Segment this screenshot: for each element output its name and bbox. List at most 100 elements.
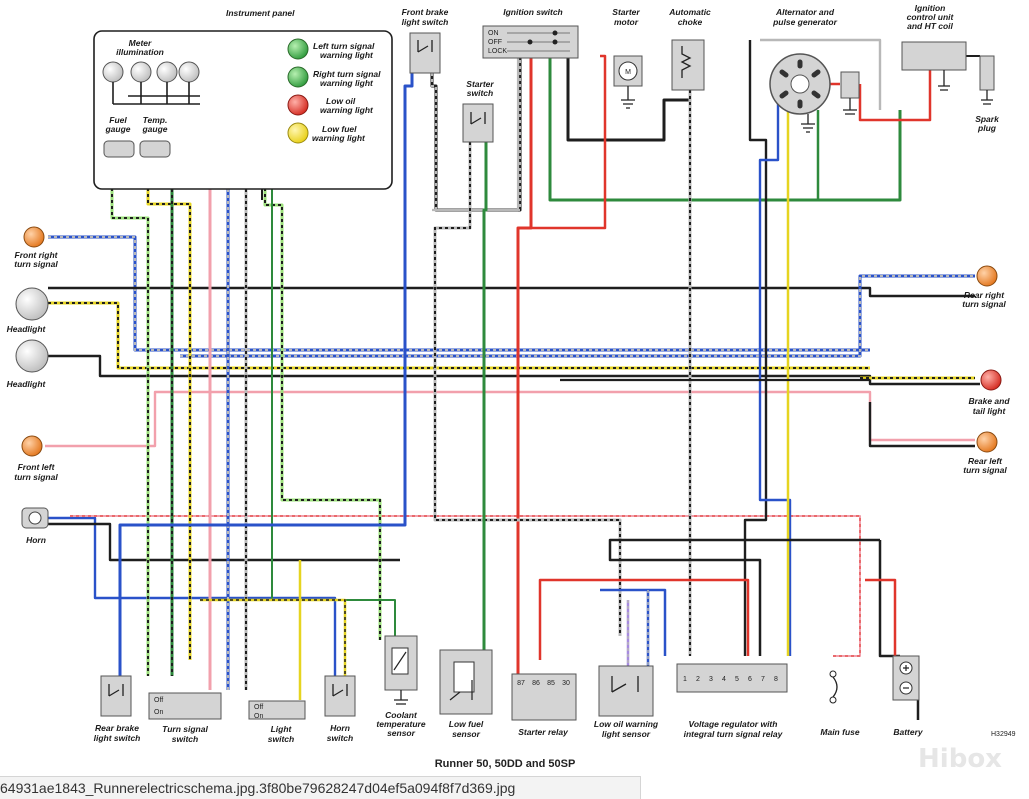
main-fuse — [829, 670, 838, 704]
meter-illumination-label-1: Meter — [129, 38, 152, 48]
coolant-sensor-label-1: Coolant — [385, 710, 418, 720]
rear-left-turn-lamp — [976, 431, 998, 453]
right-turn-warning-lamp — [287, 66, 309, 88]
temp-gauge-label-1: Temp. — [143, 115, 168, 125]
low-oil-sensor-label-1: Low oil warning — [594, 719, 659, 729]
light-switch-label-1: Light — [271, 724, 293, 734]
rear-left-turn-label-2: turn signal — [963, 465, 1007, 475]
fuel-gauge — [103, 140, 135, 158]
light-switch — [248, 700, 306, 720]
ignition-unit-label-1: Ignition — [915, 3, 946, 13]
instrument-panel-label: Instrument panel — [226, 8, 295, 18]
yellow-black-stripe — [147, 158, 191, 660]
brake-tail-label-2: tail light — [973, 406, 1007, 416]
low-fuel-sensor-label-2: sensor — [452, 729, 481, 739]
turn-signal-switch-label-2: switch — [172, 734, 198, 744]
headlight-upper — [15, 287, 49, 321]
brake-tail-label-1: Brake and — [968, 396, 1010, 406]
headlight-feed-wire — [48, 286, 975, 298]
front-brake-switch — [409, 32, 441, 74]
ignition-pos-off: OFF — [488, 39, 502, 46]
relay-pin-label: 30 — [562, 680, 570, 687]
relay-pin-label: 86 — [532, 680, 540, 687]
horn-switch — [324, 675, 356, 717]
rear-right-turn-label-2: turn signal — [962, 299, 1006, 309]
battery-label: Battery — [893, 727, 924, 737]
horn-switch-wire — [200, 598, 347, 676]
regulator-black-wire — [608, 538, 880, 656]
meter-illumination-label-2: illumination — [116, 47, 164, 57]
front-right-turn-lamp — [23, 226, 45, 248]
main-fuse-label: Main fuse — [820, 727, 859, 737]
pulse-generator — [840, 71, 860, 99]
relay-pin-label: 85 — [547, 680, 555, 687]
left-turn-warning-label-2: warning light — [320, 50, 374, 60]
fuel-gauge-label-1: Fuel — [109, 115, 127, 125]
low-fuel-sensor-label-1: Low fuel — [449, 719, 484, 729]
rear-right-turn-label-1: Rear right — [964, 290, 1005, 300]
ignition-pos-lock: LOCK — [488, 48, 507, 55]
starter-switch-wire — [433, 142, 622, 636]
headlight-lower — [15, 339, 49, 373]
horn-label: Horn — [26, 535, 46, 545]
blue-grey-stripe — [180, 275, 975, 357]
regulator-pin-label: 5 — [735, 676, 739, 683]
ignition-pos-on: ON — [488, 30, 499, 37]
starter-switch-green-wire — [482, 142, 488, 660]
headlight-lower-label: Headlight — [7, 379, 47, 389]
light-switch-label-2: switch — [268, 734, 294, 744]
lightgreen-black-stripe — [264, 140, 381, 640]
voltage-regulator-label-1: Voltage regulator with — [689, 719, 778, 729]
right-turn-warning-label-1: Right turn signal — [313, 69, 381, 79]
horn-switch-label-2: switch — [327, 733, 353, 743]
horn-ground-wire — [48, 522, 400, 562]
starter-relay-label: Starter relay — [518, 727, 569, 737]
choke-wire — [566, 58, 690, 142]
black-grey-stripe — [431, 56, 521, 211]
front-left-turn-lamp — [21, 435, 43, 457]
ignition-switch-label: Ignition switch — [503, 7, 563, 17]
regulator-blue-wire — [600, 588, 667, 656]
starter-motor-label-2: motor — [614, 17, 639, 27]
wiring-diagram: Instrument panel Meter illumination Fuel… — [7, 3, 1016, 774]
turn-switch-on: On — [154, 709, 163, 716]
low-oil-sensor — [598, 665, 654, 717]
low-fuel-warning-label-1: Low fuel — [322, 124, 357, 134]
starter-motor-symbol: M — [625, 69, 631, 76]
ignition-control-unit — [901, 41, 967, 71]
ignition-green-wire — [548, 58, 902, 202]
fuel-gauge-label-2: gauge — [104, 124, 130, 134]
diagram-title: Runner 50, 50DD and 50SP — [435, 758, 576, 770]
turn-switch-off: Off — [154, 697, 163, 704]
front-left-turn-label-2: turn signal — [14, 472, 58, 482]
headlight-upper-label: Headlight — [7, 324, 47, 334]
ignition-unit-label-3: and HT coil — [907, 21, 953, 31]
turn-signal-switch — [148, 692, 222, 720]
rear-right-turn-lamp — [976, 265, 998, 287]
automatic-choke-label-2: choke — [678, 17, 703, 27]
alternator-black-wire — [743, 40, 768, 656]
spark-plug-label-2: plug — [977, 123, 997, 133]
front-left-turn-wire — [45, 390, 975, 448]
rear-left-ground-wire — [868, 402, 975, 448]
alternator-blue-wire — [758, 70, 792, 656]
front-right-turn-label-2: turn signal — [14, 259, 58, 269]
yellow-black-stripe — [200, 599, 346, 676]
light-switch-on: On — [254, 713, 263, 720]
low-oil-warning-label-2: warning light — [320, 105, 374, 115]
components-layer: Instrument panel Meter illumination Fuel… — [7, 3, 1016, 774]
regulator-pin-label: 1 — [683, 676, 687, 683]
grey-black-stripe — [434, 142, 621, 636]
turn-signal-switch-label-1: Turn signal — [162, 724, 208, 734]
rear-left-turn-label-1: Rear left — [968, 456, 1003, 466]
coolant-sensor-label-2: temperature — [376, 719, 425, 729]
front-brake-switch-label-2: light switch — [402, 17, 449, 27]
starter-motor-red-wire — [531, 54, 607, 230]
starter-switch-label-1: Starter — [466, 79, 494, 89]
starter-switch — [462, 103, 494, 143]
meter-illumination-bulbs — [102, 61, 200, 105]
filename-caption-bar: 64931ae1843_Runnerelectricschema.jpg.3f8… — [0, 776, 641, 799]
front-left-turn-label-1: Front left — [18, 462, 56, 472]
